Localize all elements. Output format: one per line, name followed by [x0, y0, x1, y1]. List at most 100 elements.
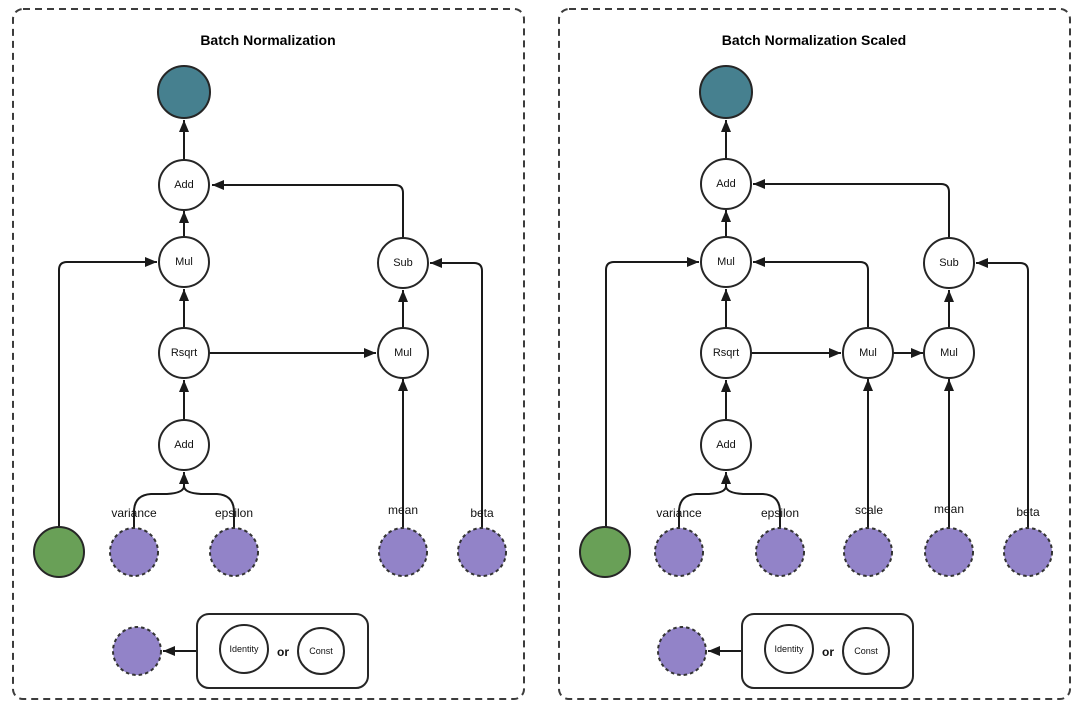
op-label: Sub	[939, 257, 959, 269]
param-circle	[1003, 527, 1053, 577]
legend-const-label: Const	[309, 646, 333, 656]
op-label: Add	[174, 439, 194, 451]
param-circle	[924, 527, 974, 577]
op-label: Rsqrt	[713, 347, 739, 359]
param-label: beta	[1016, 505, 1040, 519]
edge-sub-to-add	[212, 180, 404, 240]
legend-param-circle	[112, 626, 162, 676]
op-circle	[158, 419, 210, 471]
edge-beta-to-sub	[976, 258, 1029, 528]
op-circle	[923, 327, 975, 379]
legend: Identity or Const	[657, 613, 914, 689]
param-mean: mean	[924, 502, 974, 577]
param-label: mean	[934, 502, 964, 516]
legend-or-label: or	[822, 645, 834, 659]
legend-const-circle	[842, 627, 890, 675]
op-circle	[158, 159, 210, 211]
op-label: Mul	[175, 256, 193, 268]
op-circle	[377, 327, 429, 379]
op-circle	[700, 236, 752, 288]
param-scale: scale	[843, 503, 893, 577]
edge-sub-to-add	[753, 179, 950, 238]
op-circle	[842, 327, 894, 379]
panel-batch-normalization-scaled: Batch Normalization Scaled Add Mul	[558, 8, 1071, 700]
legend-identity-circle	[219, 624, 269, 674]
input-tensor-node	[33, 526, 85, 578]
param-circle	[109, 527, 159, 577]
edge-epsilon-branch	[725, 485, 781, 528]
panel-dashed-border	[12, 8, 525, 700]
op-node-sub: Sub	[377, 237, 429, 289]
op-circle	[700, 158, 752, 210]
op-node-sub: Sub	[923, 237, 975, 289]
param-circle	[755, 527, 805, 577]
op-circle	[700, 327, 752, 379]
legend-identity-label: Identity	[229, 644, 259, 654]
param-epsilon: epsilon	[755, 506, 805, 577]
legend-param-circle	[657, 626, 707, 676]
param-circle	[457, 527, 507, 577]
param-circle	[378, 527, 428, 577]
op-label: Mul	[940, 347, 958, 359]
edge-epsilon-branch	[183, 485, 235, 528]
param-circle	[843, 527, 893, 577]
op-node-rsqrt: Rsqrt	[700, 327, 752, 379]
edge-variance-branch	[678, 485, 727, 528]
param-mean: mean	[378, 503, 428, 577]
legend-identity-circle	[764, 624, 814, 674]
output-tensor-node	[699, 65, 753, 119]
edge-variance-branch	[133, 485, 185, 528]
op-node-mul-scale: Mul	[842, 327, 894, 379]
op-node-add-output: Add	[700, 158, 752, 210]
op-node-mul-mean: Mul	[377, 327, 429, 379]
param-label: epsilon	[215, 506, 253, 520]
panel-batch-normalization: Batch Normalization Add Mul Sub	[12, 8, 525, 700]
edge-input-to-mul	[58, 257, 157, 527]
op-circle	[158, 236, 210, 288]
op-node-add-eps: Add	[158, 419, 210, 471]
panel-dashed-border	[558, 8, 1071, 700]
legend-const-circle	[297, 627, 345, 675]
op-node-mul-mean: Mul	[923, 327, 975, 379]
op-label: Sub	[393, 257, 413, 269]
output-tensor-node	[157, 65, 211, 119]
param-beta: beta	[457, 506, 507, 577]
param-label: epsilon	[761, 506, 799, 520]
panel-title: Batch Normalization	[200, 32, 335, 48]
param-variance: variance	[654, 506, 704, 577]
edge-input-to-mul	[605, 257, 699, 527]
op-label: Add	[716, 439, 736, 451]
op-label: Add	[174, 179, 194, 191]
edge-beta-to-sub	[430, 258, 483, 528]
op-circle	[923, 237, 975, 289]
op-label: Rsqrt	[171, 347, 197, 359]
op-node-rsqrt: Rsqrt	[158, 327, 210, 379]
param-circle	[654, 527, 704, 577]
param-label: beta	[470, 506, 494, 520]
param-epsilon: epsilon	[209, 506, 259, 577]
param-label: mean	[388, 503, 418, 517]
legend-const-label: Const	[854, 646, 878, 656]
edge-mul-scale-to-mul	[753, 257, 869, 327]
legend-identity-label: Identity	[774, 644, 804, 654]
param-label: variance	[111, 506, 157, 520]
op-node-add-eps: Add	[700, 419, 752, 471]
op-label: Mul	[717, 256, 735, 268]
op-circle	[377, 237, 429, 289]
input-tensor-node	[579, 526, 631, 578]
legend-or-label: or	[277, 645, 289, 659]
panel-title: Batch Normalization Scaled	[722, 32, 906, 48]
op-label: Mul	[859, 347, 877, 359]
param-variance: variance	[109, 506, 159, 577]
op-label: Add	[716, 178, 736, 190]
param-circle	[209, 527, 259, 577]
op-node-mul: Mul	[700, 236, 752, 288]
op-circle	[158, 327, 210, 379]
op-label: Mul	[394, 347, 412, 359]
param-label: scale	[855, 503, 883, 517]
param-beta: beta	[1003, 505, 1053, 577]
param-label: variance	[656, 506, 702, 520]
op-circle	[700, 419, 752, 471]
op-node-mul: Mul	[158, 236, 210, 288]
